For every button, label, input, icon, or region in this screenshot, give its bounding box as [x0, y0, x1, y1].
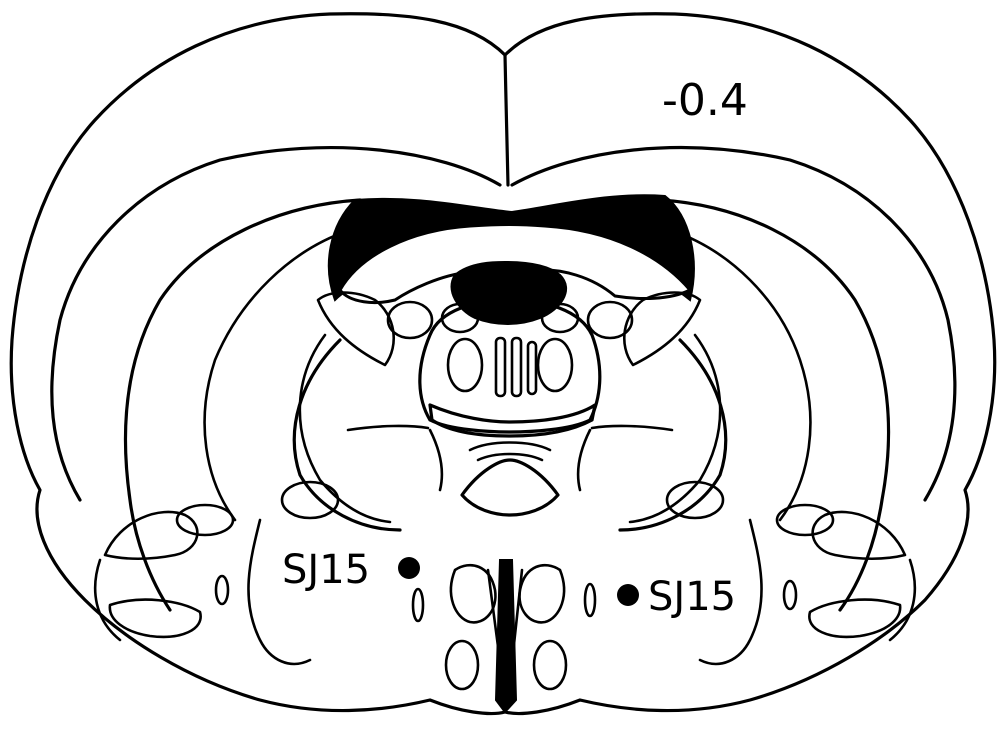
septum-dark [452, 262, 567, 324]
small-nucleus-left [216, 576, 228, 604]
amygdala-left-b [105, 512, 197, 559]
mammillary-right [534, 641, 566, 689]
thalamic-nucleus-right [538, 339, 572, 391]
amygdala-left-a [177, 505, 233, 535]
hypothalamic-core [462, 460, 558, 515]
ventral-midline-dark [496, 560, 516, 712]
midline-fissure [505, 55, 508, 185]
medial-nucleus-left [413, 589, 423, 621]
site-label-left: SJ15 [282, 547, 370, 593]
midline-nucleus-1 [496, 338, 505, 396]
mammillary-left [446, 641, 478, 689]
amygdala-right-a [777, 505, 833, 535]
nucleus-left-a [388, 302, 432, 338]
lesion-site-left-marker [398, 557, 420, 579]
nucleus-right-a [588, 302, 632, 338]
midline-nucleus-3 [528, 342, 536, 394]
lesion-site-right-marker [617, 584, 639, 606]
capsule-connector-right [592, 426, 672, 430]
capsule-connector-left [348, 426, 428, 430]
thalamic-nucleus-left [448, 339, 482, 391]
striatum-right [624, 293, 700, 366]
temporal-left [95, 520, 310, 664]
amygdala-right-b [813, 512, 905, 559]
site-label-right: SJ15 [648, 574, 736, 620]
section-level-label: -0.4 [662, 75, 748, 126]
hypothalamic-arc [470, 443, 550, 461]
internal-capsule-left [294, 340, 400, 530]
medial-nucleus-right [585, 584, 595, 616]
ventral-nucleus-right [520, 565, 564, 622]
small-nucleus-right [784, 581, 796, 609]
internal-capsule-right [620, 340, 726, 530]
midline-nucleus-2 [512, 338, 521, 396]
